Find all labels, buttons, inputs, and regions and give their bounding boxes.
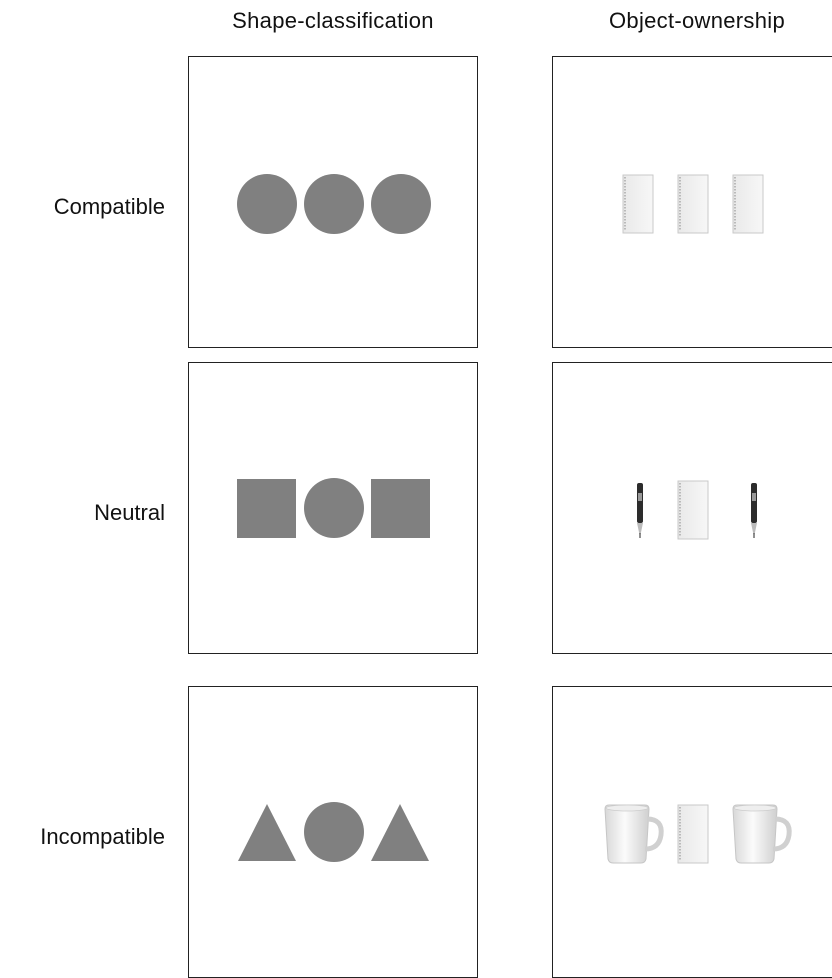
circle-shape [371,174,431,234]
notebook-icon [678,481,708,539]
square-shape [371,479,430,538]
notebook-icon [733,175,763,233]
notebook-icon [678,805,708,863]
square-shape [237,479,296,538]
pen-icon [637,483,643,538]
panel-shape-neutral [188,362,478,654]
column-header-object-ownership: Object-ownership [552,8,832,34]
panel-shape-incompatible [188,686,478,978]
shape-stimulus-compatible [189,57,478,348]
circle-shape [304,478,364,538]
shape-stimulus-incompatible [189,687,478,978]
panel-object-compatible [552,56,832,348]
notebook-icon [678,175,708,233]
mug-icon [605,805,661,863]
object-stimulus-compatible [553,57,832,348]
row-label-incompatible: Incompatible [0,824,165,850]
panel-object-incompatible [552,686,832,978]
row-label-neutral: Neutral [0,500,165,526]
row-label-compatible: Compatible [0,194,165,220]
circle-shape [304,174,364,234]
column-header-shape-classification: Shape-classification [188,8,478,34]
pen-icon [751,483,757,538]
panel-object-neutral [552,362,832,654]
shape-stimulus-neutral [189,363,478,654]
object-stimulus-neutral [553,363,832,654]
circle-shape [237,174,297,234]
mug-icon [733,805,789,863]
panel-shape-compatible [188,56,478,348]
notebook-icon [623,175,653,233]
triangle-shape [238,804,296,861]
object-stimulus-incompatible [553,687,832,978]
circle-shape [304,802,364,862]
triangle-shape [371,804,429,861]
